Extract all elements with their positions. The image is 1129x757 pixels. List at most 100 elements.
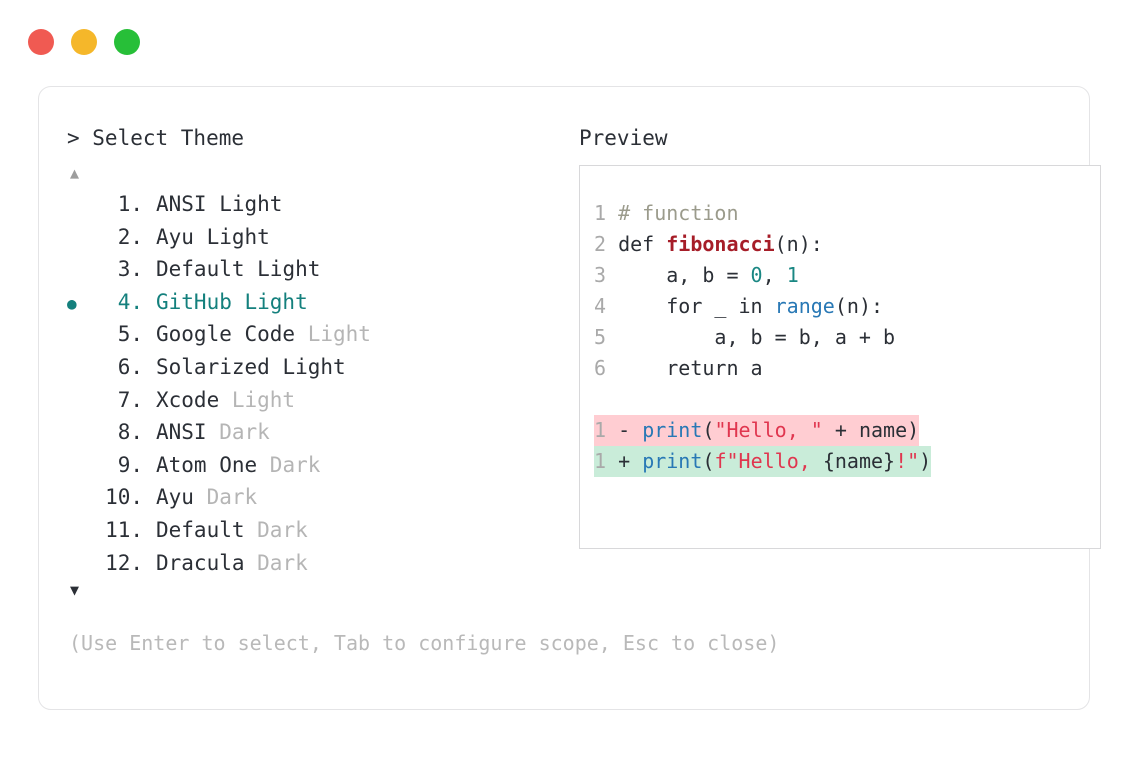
theme-item-variant: Dark — [244, 550, 308, 575]
card-content: > Select Theme ▲ 1.ANSI Light 2. Ayu Ligh… — [39, 87, 1101, 709]
scroll-up-arrow-icon[interactable]: ▲ — [70, 164, 80, 182]
keyboard-hint: (Use Enter to select, Tab to configure s… — [69, 631, 780, 656]
code-token-builtin: range — [774, 294, 835, 318]
code-line: 5 a, b = b, a + b — [594, 322, 1100, 353]
bullet-placeholder — [67, 321, 97, 352]
theme-item-name: ANSI — [156, 192, 207, 216]
theme-item-variant: Light — [269, 354, 346, 379]
window-traffic-lights — [28, 29, 140, 55]
diff-line-removed: 1 - print("Hello, " + name) — [594, 415, 920, 446]
theme-item-number: 4. — [117, 289, 143, 314]
diff-sign-added: + — [618, 449, 643, 473]
minimize-window-button[interactable] — [71, 29, 97, 55]
bullet-placeholder — [67, 484, 97, 515]
theme-item-variant: Light — [193, 224, 270, 249]
theme-item-number: 8. — [117, 420, 143, 445]
code-token-plain: {name} — [822, 449, 896, 473]
scroll-down-arrow-icon[interactable]: ▼ — [70, 581, 80, 600]
code-token-funcname: fibonacci — [666, 232, 775, 256]
code-token-plain: ( — [702, 418, 715, 442]
theme-item-number: 7. — [117, 387, 143, 412]
theme-list-item[interactable]: 8.ANSI Dark — [67, 417, 545, 450]
theme-item-name: Google Code — [156, 322, 296, 347]
code-token-plain: a, b = b, a + b — [618, 325, 896, 349]
code-token-plain: (n): — [834, 294, 884, 318]
code-token-plain: (n): — [774, 232, 823, 256]
diff-line-added: 1 + print(f"Hello, {name}!") — [594, 446, 932, 477]
bullet-placeholder — [67, 387, 97, 418]
theme-item-name: Atom One — [156, 452, 258, 477]
code-token-builtin: print — [642, 418, 703, 442]
code-token-plain: + name) — [822, 418, 920, 442]
code-blank-line — [594, 384, 1100, 415]
theme-item-number: 3. — [117, 257, 143, 282]
code-token-number: 1 — [786, 263, 799, 287]
theme-item-name: Dracula — [156, 550, 245, 575]
code-token-plain: ( — [702, 449, 715, 473]
theme-selector-card: > Select Theme ▲ 1.ANSI Light 2. Ayu Ligh… — [38, 86, 1101, 710]
code-line-number: 2 — [594, 232, 619, 256]
theme-item-variant: Dark — [257, 452, 321, 477]
theme-item-variant: Light — [231, 289, 308, 314]
theme-item-name: Xcode — [156, 387, 220, 412]
theme-list-item[interactable]: ●4.GitHub Light — [67, 287, 545, 320]
theme-item-number: 10. — [105, 485, 143, 510]
theme-item-variant: Light — [219, 387, 296, 412]
bullet-placeholder — [67, 517, 97, 548]
code-line: 4 for _ in range(n): — [594, 291, 1100, 322]
preview-label: Preview — [579, 126, 668, 150]
code-token-number: 0 — [750, 263, 763, 287]
theme-list-item[interactable]: 3.Default Light — [67, 254, 545, 287]
bullet-placeholder — [67, 256, 97, 287]
bullet-placeholder — [67, 224, 97, 255]
theme-list-item[interactable]: 6.Solarized Light — [67, 352, 545, 385]
theme-list-item[interactable]: 10. Ayu Dark — [67, 482, 545, 515]
maximize-window-button[interactable] — [114, 29, 140, 55]
theme-item-variant: Light — [206, 192, 283, 216]
diff-line-wrapper: 1 - print("Hello, " + name) — [594, 415, 1100, 446]
theme-list-item[interactable]: 1.ANSI Light — [67, 189, 545, 222]
theme-list-item[interactable]: 7. Xcode Light — [67, 385, 545, 418]
code-token-builtin: print — [642, 449, 703, 473]
code-token-plain: return a — [618, 356, 763, 380]
code-token-plain: for _ in — [618, 294, 775, 318]
code-line: 3 a, b = 0, 1 — [594, 260, 1100, 291]
theme-list-item[interactable]: 12. Dracula Dark — [67, 548, 545, 581]
theme-item-variant: Dark — [244, 517, 308, 542]
theme-item-variant: Light — [295, 322, 371, 347]
code-line-number: 4 — [594, 294, 619, 318]
theme-item-name: Ayu — [156, 224, 194, 249]
code-token-plain: a, b = — [618, 263, 751, 287]
code-line-number: 3 — [594, 263, 619, 287]
theme-item-number: 2. — [117, 224, 143, 249]
theme-item-number: 5. — [117, 322, 143, 347]
bullet-placeholder — [67, 191, 97, 222]
code-line-number: 6 — [594, 356, 619, 380]
theme-item-name: Ayu — [156, 485, 194, 510]
diff-line-wrapper: 1 + print(f"Hello, {name}!") — [594, 446, 1100, 477]
code-token-plain: ) — [919, 449, 932, 473]
code-line: 6 return a — [594, 353, 1100, 384]
theme-item-name: ANSI — [156, 420, 207, 445]
code-token-plain: , — [762, 263, 787, 287]
code-line: 2 def fibonacci(n): — [594, 229, 1100, 260]
theme-item-number: 12. — [105, 550, 143, 575]
close-window-button[interactable] — [28, 29, 54, 55]
two-column-layout: > Select Theme ▲ 1.ANSI Light 2. Ayu Ligh… — [67, 125, 1101, 656]
code-token-string: f"Hello, — [714, 449, 823, 473]
select-theme-prompt: > Select Theme — [67, 126, 245, 150]
theme-list-item[interactable]: 9.Atom One Dark — [67, 450, 545, 483]
theme-item-number: 11. — [105, 517, 143, 542]
code-line-number: 5 — [594, 325, 619, 349]
theme-list-item[interactable]: 11.Default Dark — [67, 515, 545, 548]
theme-list-item[interactable]: 5. Google Code Light — [67, 319, 545, 352]
theme-item-variant: Light — [244, 257, 321, 282]
code-token-keyword: def — [618, 232, 667, 256]
selected-bullet-icon: ● — [67, 293, 77, 313]
theme-item-variant: Dark — [193, 485, 258, 510]
code-token-string: "Hello, " — [714, 418, 823, 442]
theme-list-item[interactable]: 2. Ayu Light — [67, 222, 545, 255]
code-token-string: !" — [895, 449, 920, 473]
